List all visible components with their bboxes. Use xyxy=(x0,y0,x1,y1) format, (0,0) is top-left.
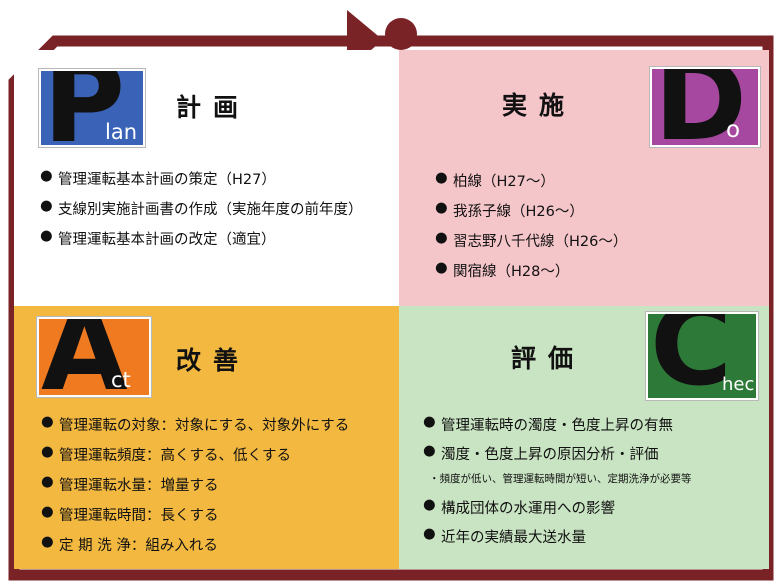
list-item: 管理運転時の濁度・色度上昇の有無 xyxy=(423,414,692,443)
list-item: 支線別実施計画書の作成（実施年度の前年度） xyxy=(40,198,363,228)
act-letter: A xyxy=(41,317,128,397)
list-item: 構成団体の水運用への影響 xyxy=(423,497,692,526)
do-letter: D xyxy=(654,67,747,147)
cycle-start-dot xyxy=(385,18,417,50)
plan-letter: P xyxy=(43,69,126,147)
sub-note: ・頻度が低い、管理運転時間が短い、定期洗浄が必要等 xyxy=(429,473,692,485)
plan-badge: P lan xyxy=(39,69,145,147)
list-item: 関宿線（H28～） xyxy=(435,260,627,290)
check-badge: C heck xyxy=(646,312,758,400)
check-quadrant: 評価 C heck 管理運転時の濁度・色度上昇の有無 濁度・色度上昇の原因分析・… xyxy=(399,306,769,569)
plan-list: 管理運転基本計画の策定（H27） 支線別実施計画書の作成（実施年度の前年度） 管… xyxy=(40,168,363,258)
list-item: 我孫子線（H26～） xyxy=(435,200,627,230)
do-badge: D o xyxy=(650,67,760,147)
list-item: 管理運転基本計画の策定（H27） xyxy=(40,168,363,198)
list-item: 管理運転頻度：高くする、低くする xyxy=(41,444,349,474)
act-quadrant: A ct 改善 管理運転の対象：対象にする、対象外にする 管理運転頻度：高くする… xyxy=(14,306,399,569)
do-quadrant: 実施 D o 柏線（H27～） 我孫子線（H26～） 習志野八千代線（H26～）… xyxy=(399,50,769,306)
check-list: 管理運転時の濁度・色度上昇の有無 濁度・色度上昇の原因分析・評価 ・頻度が低い、… xyxy=(423,414,692,555)
list-item: 濁度・色度上昇の原因分析・評価 xyxy=(423,443,692,472)
list-item: 管理運転水量：増量する xyxy=(41,474,349,504)
check-title: 評価 xyxy=(511,344,586,373)
list-item: 柏線（H27～） xyxy=(435,170,627,200)
do-title: 実施 xyxy=(502,91,577,120)
plan-title: 計画 xyxy=(176,93,251,122)
list-item: 管理運転の対象：対象にする、対象外にする xyxy=(41,414,349,444)
list-item: 定 期 洗 浄：組み入れる xyxy=(41,534,349,564)
check-letter-rest: heck xyxy=(722,374,756,395)
list-item: 管理運転基本計画の改定（適宜） xyxy=(40,228,363,258)
do-list: 柏線（H27～） 我孫子線（H26～） 習志野八千代線（H26～） 関宿線（H2… xyxy=(435,170,627,290)
act-badge: A ct xyxy=(37,317,151,397)
do-letter-rest: o xyxy=(726,117,741,143)
list-item: 近年の実績最大送水量 xyxy=(423,526,692,555)
act-list: 管理運転の対象：対象にする、対象外にする 管理運転頻度：高くする、低くする 管理… xyxy=(41,414,349,564)
list-item: 管理運転時間：長くする xyxy=(41,504,349,534)
list-item: 習志野八千代線（H26～） xyxy=(435,230,627,260)
act-title: 改善 xyxy=(176,346,251,375)
check-letter: C xyxy=(650,312,733,400)
plan-letter-rest: lan xyxy=(105,120,138,144)
act-letter-rest: ct xyxy=(111,368,131,392)
plan-quadrant: P lan 計画 管理運転基本計画の策定（H27） 支線別実施計画書の作成（実施… xyxy=(14,50,399,306)
